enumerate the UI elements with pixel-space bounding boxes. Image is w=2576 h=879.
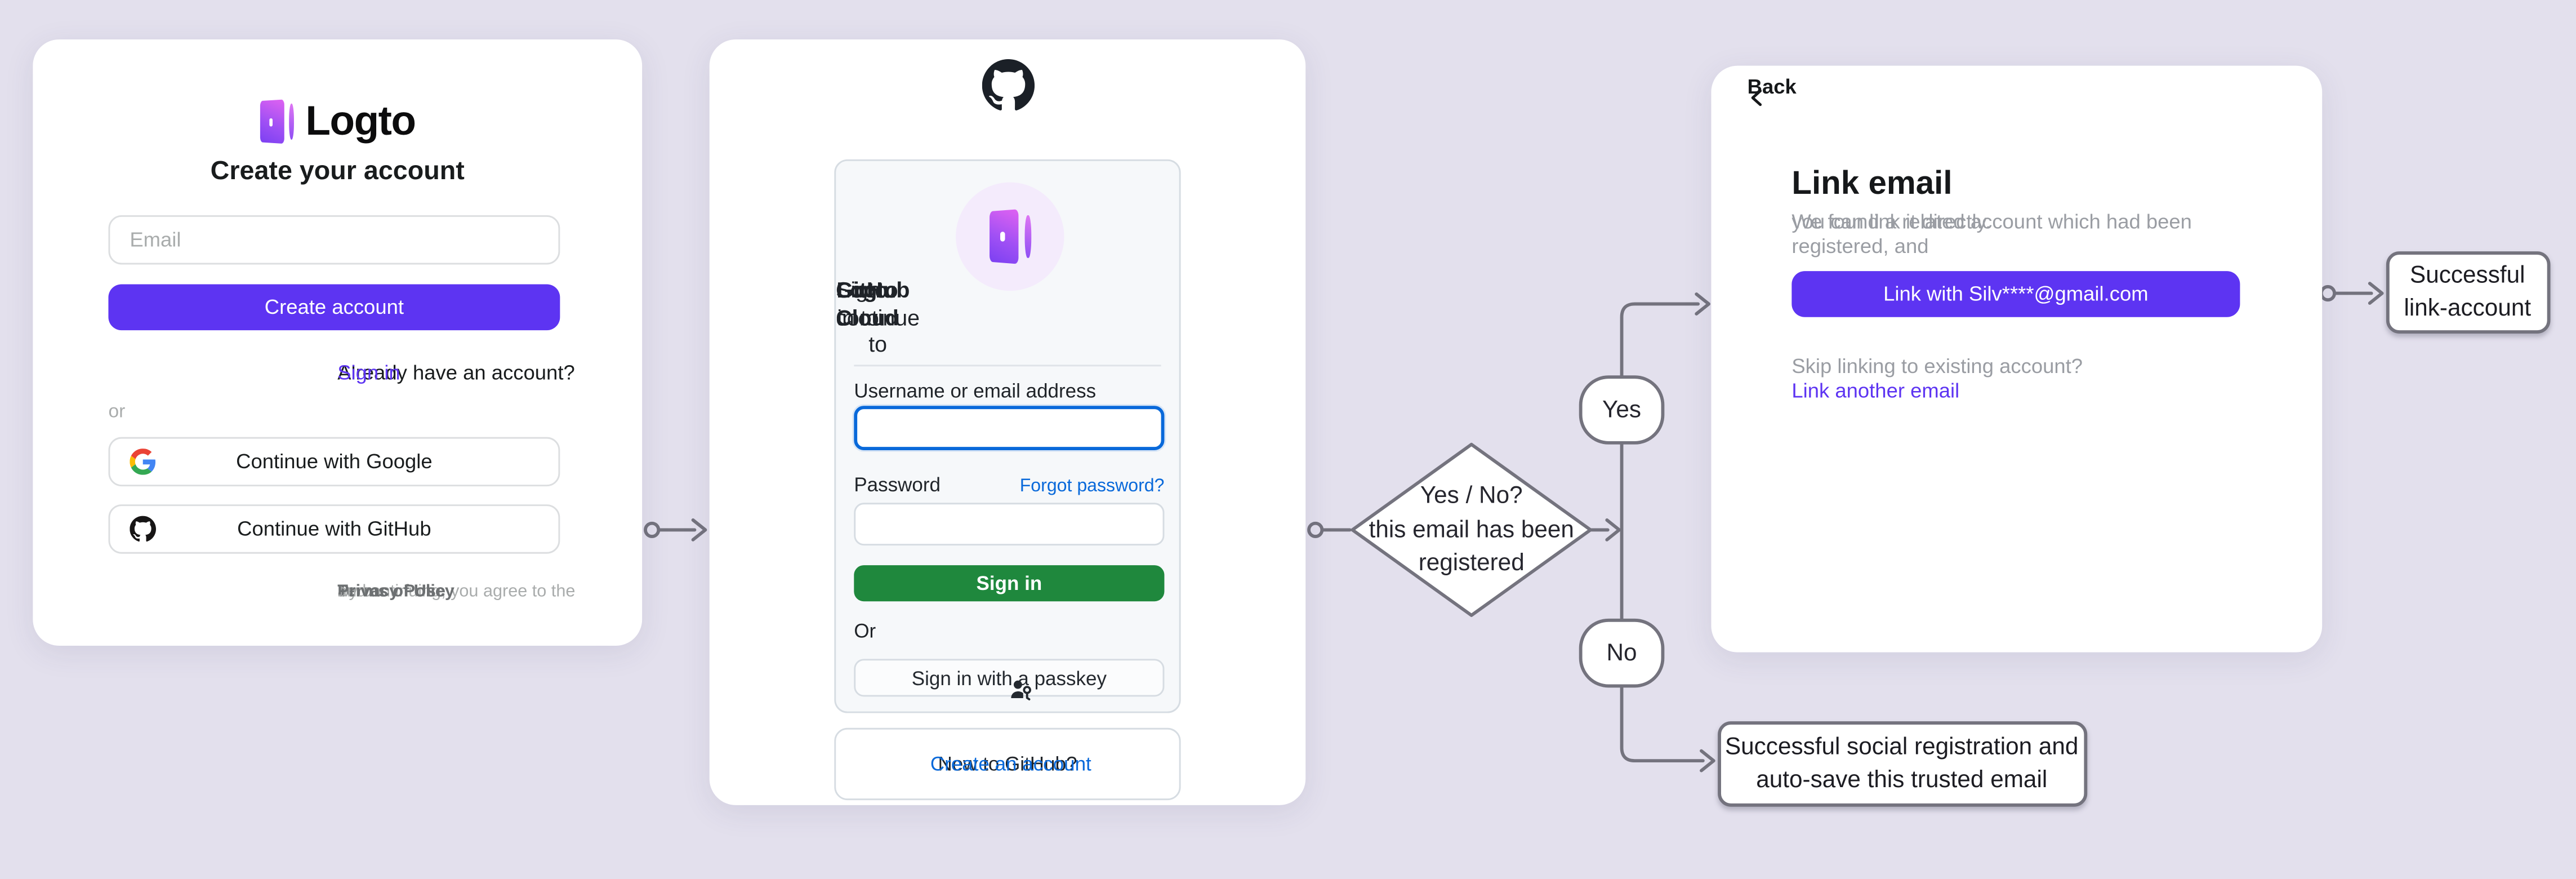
new-to-github-text: New to GitHub? (938, 752, 1077, 776)
logto-door-icon (988, 209, 1031, 264)
page-title: Create your account (210, 157, 465, 186)
google-icon (130, 449, 156, 475)
no-branch-line (1620, 684, 1705, 763)
username-input[interactable] (854, 406, 1165, 450)
yes-node-label: Yes (1602, 397, 1642, 423)
terms-and: and (337, 581, 367, 602)
arrowhead-icon (1700, 749, 1715, 773)
connector-start-circle (2319, 285, 2337, 302)
logto-wordmark: Logto (305, 97, 416, 144)
terms-of-use-link[interactable]: Terms of Use (337, 581, 445, 602)
description-line1: We found a related account which had bee… (1791, 210, 2192, 258)
connector-start-circle (644, 521, 661, 538)
signin-panel: Sign in to GitHub to continue to Logto C… (834, 159, 1181, 713)
continue-github-label: Continue with GitHub (237, 517, 431, 541)
heading-line1: Sign in to (836, 277, 881, 330)
privacy-policy-link[interactable]: Privacy Policy (337, 581, 454, 602)
terms-prefix: By continuing, you agree to the (337, 581, 576, 602)
signin-prompt-text: Already have an account? (337, 361, 575, 385)
password-label: Password (854, 473, 941, 496)
signup-card: Logto Create your account Create account… (33, 39, 643, 646)
back-label: Back (1747, 76, 1797, 99)
new-to-github-box: New to GitHub? Create an account (834, 727, 1181, 801)
panel-divider (854, 365, 1161, 367)
logto-logo: Logto (33, 97, 642, 145)
description-line2: you can link it directly. (1791, 210, 1991, 234)
logto-app-avatar (955, 182, 1064, 291)
no-node-label: No (1606, 640, 1637, 667)
passkey-button-label: Sign in with a passkey (911, 666, 1107, 690)
connector-start-circle (1307, 521, 1324, 538)
continue-github-button[interactable]: Continue with GitHub (108, 504, 560, 554)
or-divider: Or (854, 619, 1164, 642)
continue-google-label: Continue with Google (236, 450, 433, 473)
or-divider-label: Or (854, 619, 876, 643)
arrowhead-icon (1695, 292, 1711, 316)
logto-door-icon (260, 99, 295, 144)
username-label: Username or email address (854, 379, 1097, 403)
or-divider: or (108, 401, 560, 424)
decision-label: Yes / No? this email has been registered (1323, 480, 1619, 580)
password-row: Password Forgot password? (854, 473, 1164, 496)
yes-branch-line (1620, 302, 1700, 379)
signin-link[interactable]: Sign in (337, 361, 400, 385)
arrowhead-icon (691, 518, 707, 541)
decision-line1: Yes / No? (1420, 483, 1523, 509)
password-input[interactable] (854, 503, 1165, 546)
decision-line2: this email has been (1369, 517, 1574, 543)
forgot-password-link[interactable]: Forgot password? (1019, 476, 1165, 496)
heading-line2-bold: Logto Cloud (836, 277, 899, 330)
arrowhead-icon (1605, 518, 1621, 541)
link-email-card: Back Link email We found a related accou… (1711, 65, 2323, 652)
github-signin-button[interactable]: Sign in (854, 565, 1165, 602)
or-divider-label: or (108, 402, 126, 423)
github-icon (130, 516, 157, 543)
link-email-title: Link email (1791, 166, 1953, 202)
skip-linking-text: Skip linking to existing account? (1791, 354, 2083, 378)
arrowhead-icon (2368, 282, 2384, 305)
github-logo-icon (981, 59, 1034, 112)
continue-google-button[interactable]: Continue with Google (108, 437, 560, 487)
email-field[interactable] (108, 215, 560, 265)
passkey-button[interactable]: Sign in with a passkey (854, 659, 1165, 700)
heading-line2: to continue to (836, 277, 920, 357)
link-another-email-link[interactable]: Link another email (1791, 379, 1960, 403)
heading-line1-bold: GitHub (836, 277, 910, 303)
outcome-link-account: Successful link-account (2385, 251, 2550, 334)
terms-suffix: . (337, 581, 342, 602)
github-signin-card: Sign in to GitHub to continue to Logto C… (709, 39, 1306, 805)
link-with-email-button[interactable]: Link with Silv****@gmail.com (1791, 271, 2240, 317)
decision-line3: registered (1418, 550, 1525, 577)
create-account-button[interactable]: Create account (108, 284, 560, 331)
outcome-social-registration: Successful social registration and auto-… (1717, 721, 2087, 807)
create-account-link[interactable]: Create an account (930, 752, 1091, 776)
